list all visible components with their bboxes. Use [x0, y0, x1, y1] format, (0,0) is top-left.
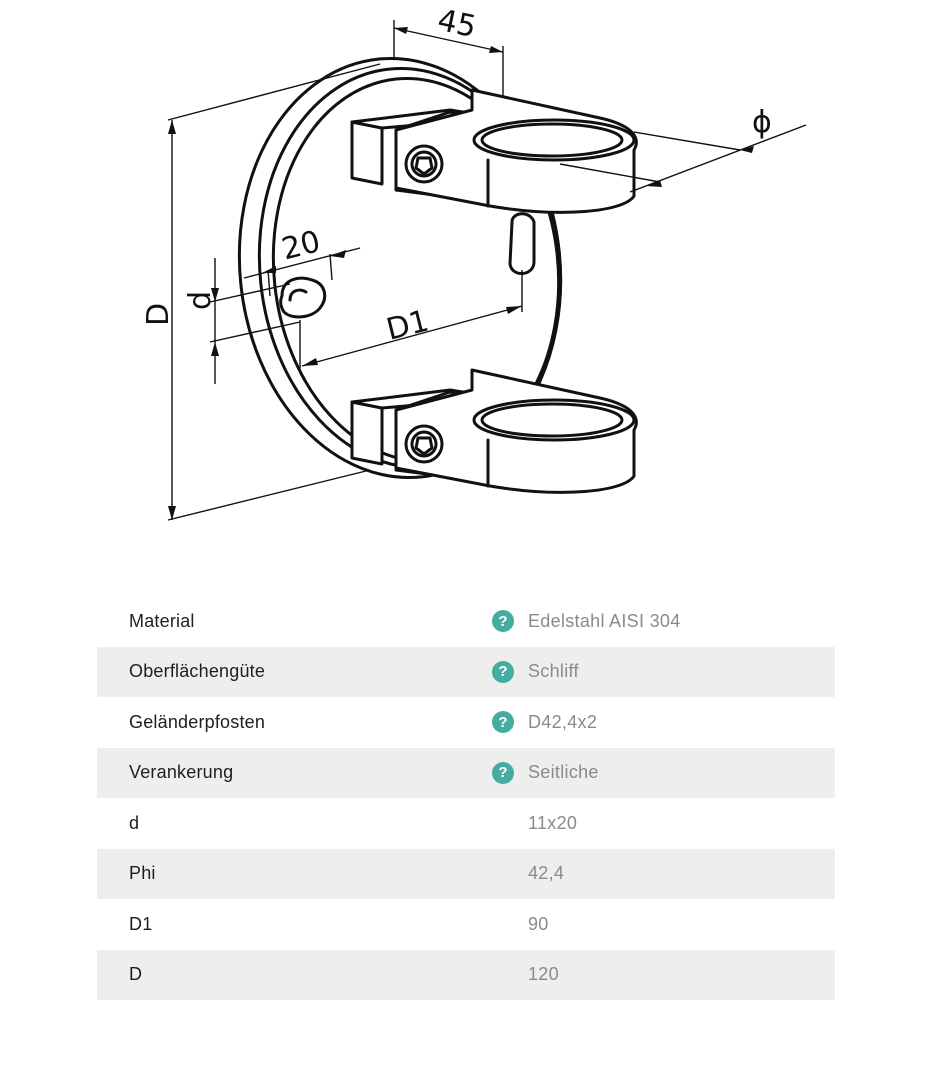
spec-label: Verankerung [129, 762, 234, 783]
help-icon[interactable]: ? [492, 660, 514, 683]
spec-label: Phi [129, 863, 156, 884]
spec-row: Material ? Edelstahl AISI 304 [97, 596, 835, 647]
spec-value: 120 [528, 964, 559, 985]
spec-row: d 11x20 [97, 798, 835, 849]
spec-label: Material [129, 610, 195, 631]
spec-value: Edelstahl AISI 304 [528, 610, 681, 631]
lower-clamp [350, 368, 638, 494]
spec-row: D 120 [97, 949, 835, 1000]
spec-row: Phi 42,4 [97, 848, 835, 899]
upper-clamp [350, 88, 638, 214]
dim-label-D: D [141, 303, 176, 326]
spec-label: D1 [129, 913, 153, 934]
help-icon[interactable]: ? [492, 761, 514, 784]
spec-value: 42,4 [528, 863, 565, 884]
spec-value: Schliff [528, 661, 579, 682]
spec-row: D1 90 [97, 899, 835, 950]
spec-label: Oberflächengüte [129, 661, 266, 682]
help-icon[interactable]: ? [492, 610, 514, 632]
spec-value: 11x20 [528, 812, 578, 833]
spec-row: Oberflächengüte ? Schliff [97, 646, 835, 697]
spec-label: d [129, 812, 140, 833]
slot-left [279, 276, 327, 319]
spec-value: Seitliche [528, 762, 599, 783]
spec-table: Material ? Edelstahl AISI 304 Oberfläche… [97, 596, 835, 1000]
spec-row: Geländerpfosten ? D42,4x2 [97, 697, 835, 748]
help-icon[interactable]: ? [492, 711, 514, 733]
slot-right [508, 212, 536, 275]
technical-drawing: 45 ϕ 20 d D1 D [141, 3, 807, 521]
dim-label-45: 45 [435, 3, 480, 45]
bracket-drawing-svg: 45 ϕ 20 d D1 D [141, 3, 807, 521]
spec-value: D42,4x2 [528, 711, 598, 732]
dim-label-phi: ϕ [752, 105, 772, 140]
spec-value: 90 [528, 913, 549, 934]
spec-label: D [129, 964, 143, 985]
spec-row: Verankerung ? Seitliche [97, 747, 835, 798]
spec-label: Geländerpfosten [129, 711, 266, 732]
slot-left-inner [288, 288, 308, 302]
dim-label-d: d [183, 291, 218, 310]
